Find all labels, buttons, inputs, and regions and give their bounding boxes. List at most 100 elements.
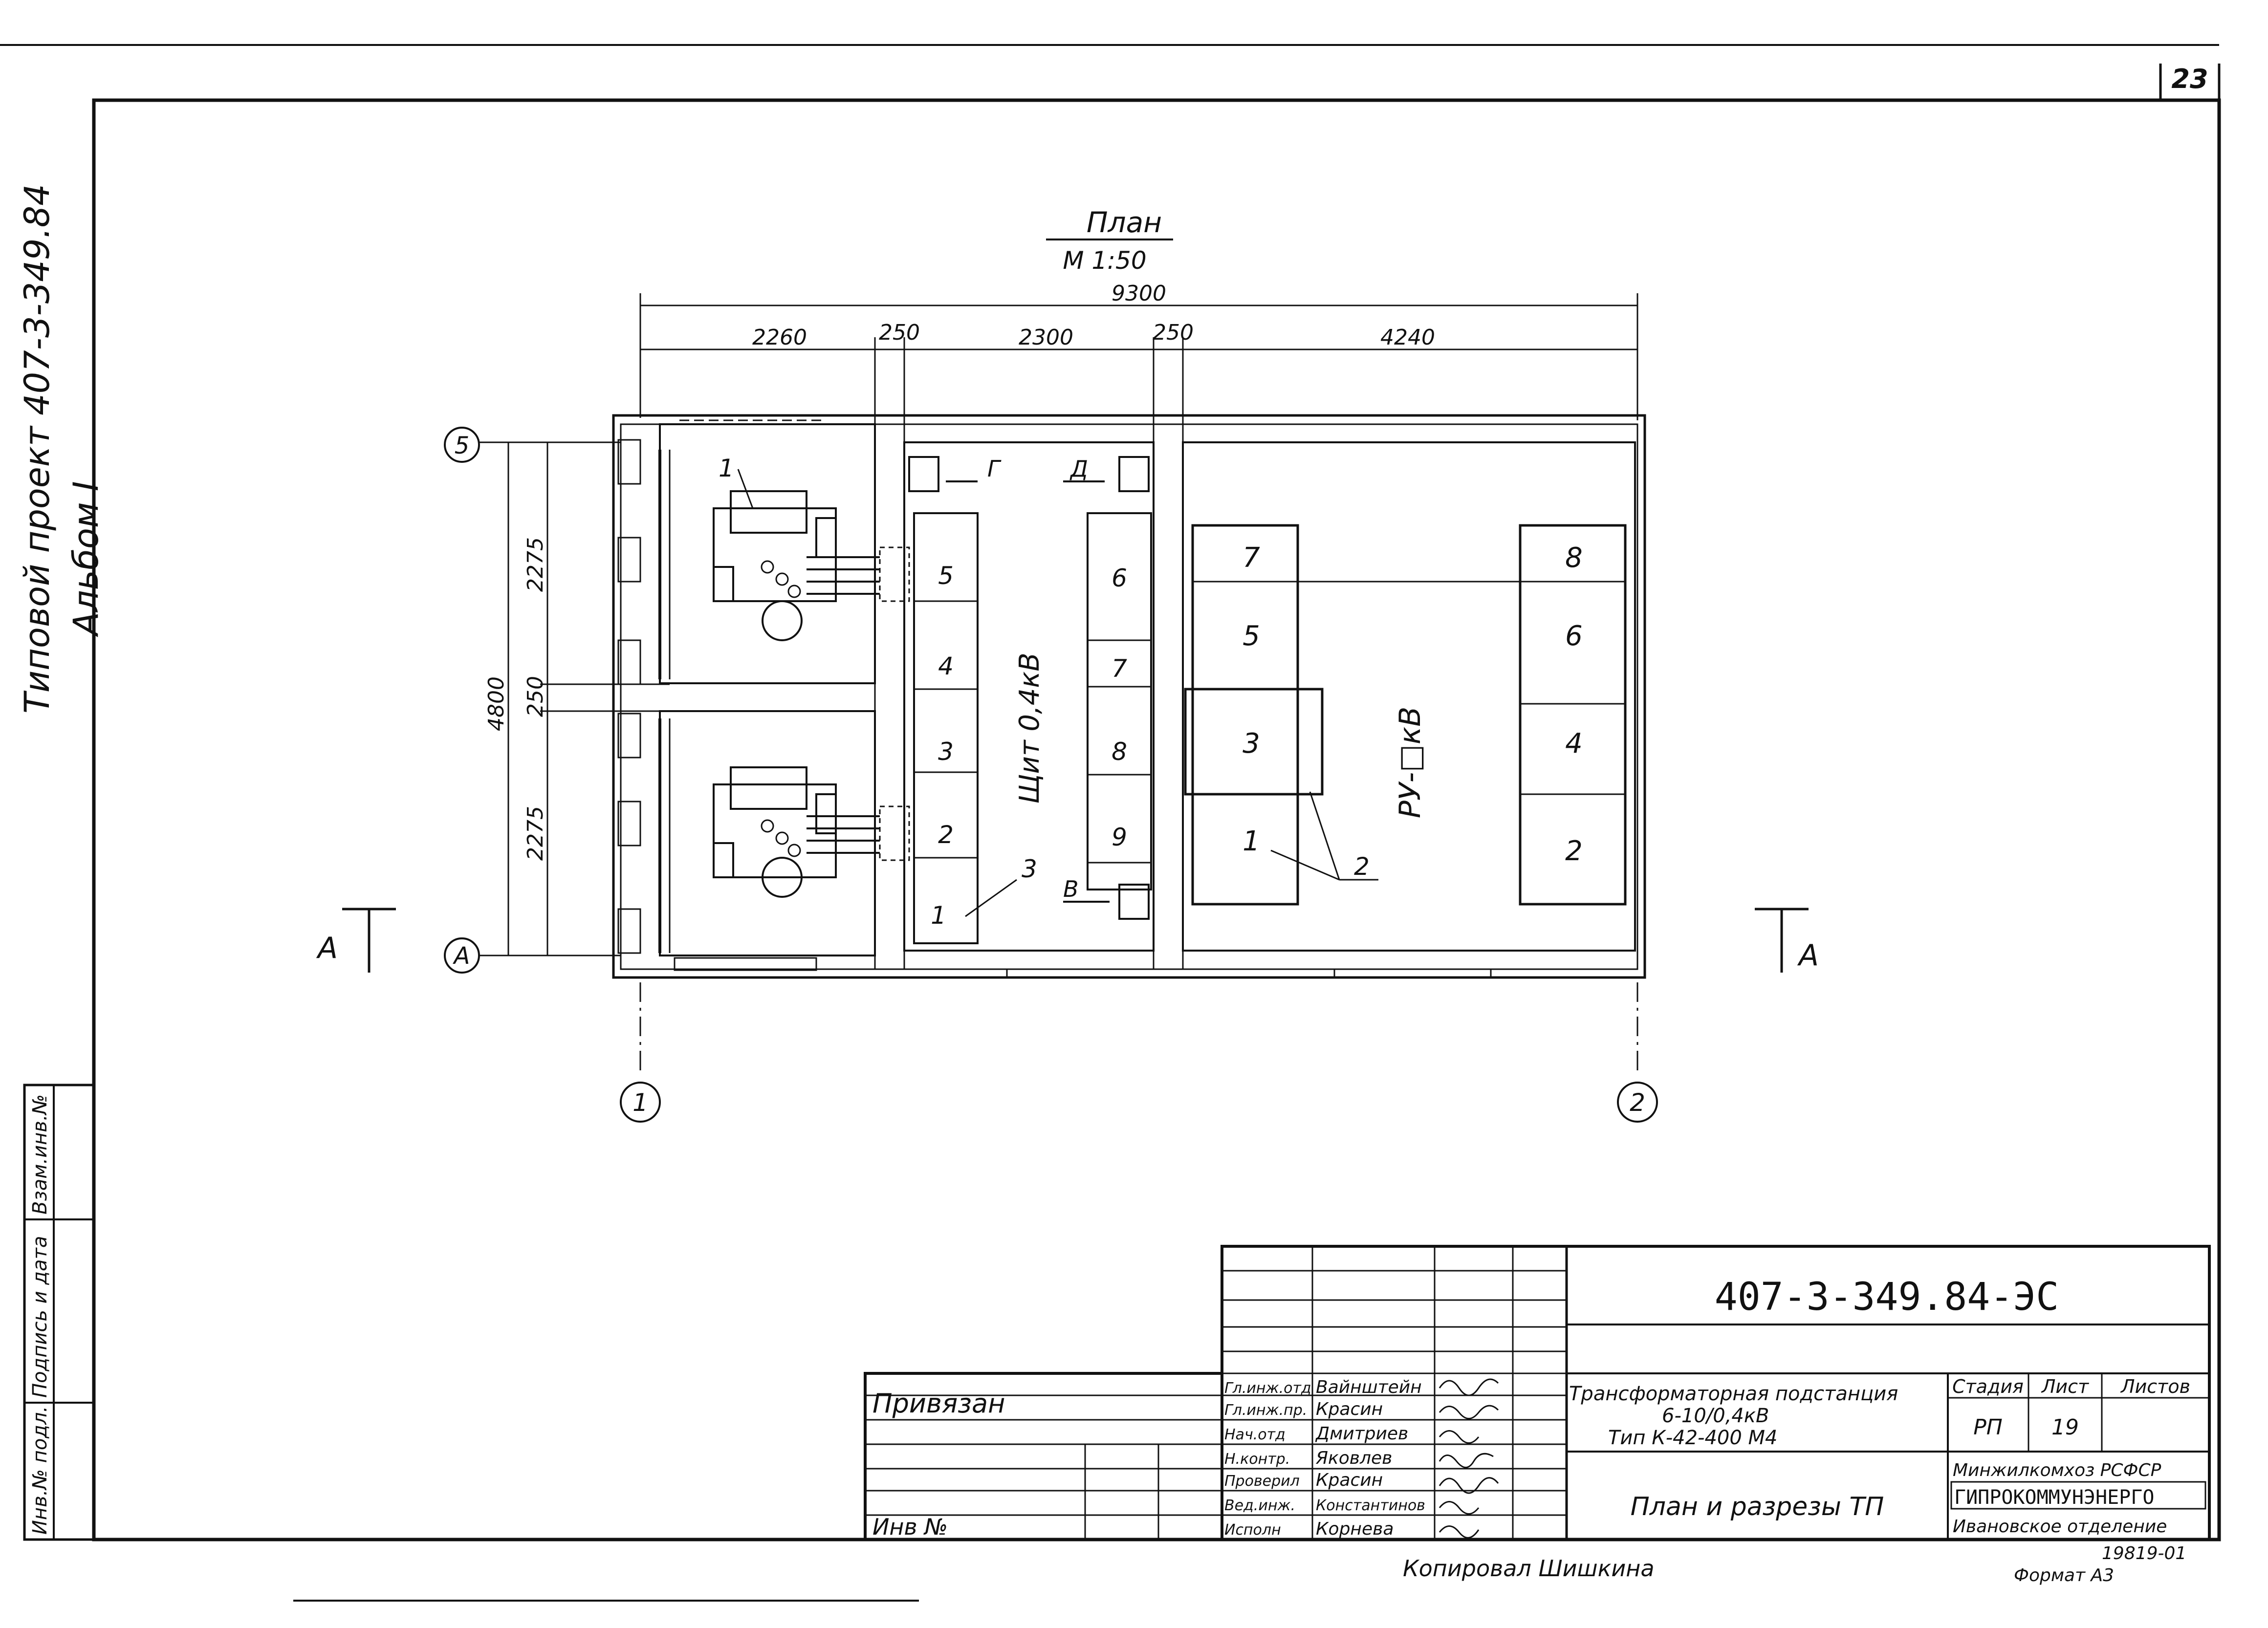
plan-heading: План М 1:50 <box>1046 206 1173 275</box>
callout-1: 1 <box>719 454 734 482</box>
archive-number: 19819-01 <box>2102 1543 2186 1563</box>
hv-cell-8: 8 <box>1565 542 1583 574</box>
transformer-1 <box>713 469 910 641</box>
hv-cell-3-frame <box>1184 688 1324 796</box>
lv-panel-7: 7 <box>1112 654 1127 683</box>
lv-panel-3: 3 <box>938 738 954 766</box>
door-mark-g: Г <box>987 456 1002 482</box>
name-2: Дмитриев <box>1315 1424 1408 1444</box>
dim-250-mid: 250 <box>523 676 548 717</box>
axis-top-label: 5 <box>455 432 470 459</box>
section-mark-right: А <box>1797 938 1819 973</box>
dim-2275-bottom: 2275 <box>523 806 548 861</box>
title-block-grid <box>864 1245 2211 1541</box>
plan-scale: М 1:50 <box>1063 246 1146 275</box>
callout-2: 2 <box>1354 852 1370 881</box>
axis-circle-col1 <box>620 1082 661 1123</box>
axis-bottom-label: А <box>453 942 470 970</box>
dim-total: 9300 <box>1112 281 1166 306</box>
dim-4240: 4240 <box>1380 325 1435 350</box>
object-name-0: Трансформаторная подстанция <box>1569 1383 1898 1405</box>
project-title: Типовой проект 407-3-349.84 <box>17 184 57 714</box>
title-block-text: 407-3-349.84-ЭС Привязан Инв № Гл.инж.от… <box>872 1275 2206 1585</box>
axis-col1-label: 1 <box>632 1088 648 1117</box>
axis-col2-label: 2 <box>1630 1088 1645 1117</box>
hv-cell-6: 6 <box>1565 620 1583 652</box>
album-label: Альбом I <box>66 481 106 637</box>
copied-by: Копировал Шишкина <box>1403 1555 1655 1582</box>
door-mark-v: В <box>1063 876 1079 902</box>
sheet-frame <box>0 44 2221 1602</box>
hv-cell-1: 1 <box>1243 825 1260 857</box>
name-3: Яковлев <box>1315 1448 1392 1468</box>
document-code: 407-3-349.84-ЭС <box>1715 1275 2059 1319</box>
section-marks: А А <box>316 908 1819 973</box>
lv-panel-labels: 5 4 3 2 1 6 7 8 9 Щит 0,4кВ 3 <box>931 562 1127 930</box>
dim-2275-top: 2275 <box>523 537 548 592</box>
dim-250-b: 250 <box>1153 320 1194 345</box>
name-5: Константинов <box>1316 1497 1425 1514</box>
lv-panel-2: 2 <box>938 821 954 849</box>
role-5: Вед.инж. <box>1224 1497 1295 1514</box>
sheet-header: Лист <box>2041 1376 2090 1397</box>
role-1: Гл.инж.пр. <box>1224 1402 1307 1419</box>
lv-board <box>913 512 1152 944</box>
callout-3: 3 <box>1022 855 1037 883</box>
signatures <box>1439 1378 1499 1539</box>
format-label: Формат А3 <box>2014 1565 2114 1585</box>
section-mark-left: А <box>316 931 338 965</box>
hv-cell-column-right <box>1519 524 1627 906</box>
lv-panel-1: 1 <box>931 901 946 930</box>
hv-cell-labels: 7 5 3 1 8 6 4 2 2 РУ-□кВ <box>1243 542 1583 881</box>
hv-cell-4: 4 <box>1565 728 1583 760</box>
door-mark-d: Д <box>1069 456 1088 482</box>
name-6: Корнева <box>1316 1519 1394 1539</box>
drawing-name: План и разрезы ТП <box>1631 1492 1884 1521</box>
door-marks: Г Д В <box>908 456 1150 920</box>
role-0: Гл.инж.отд <box>1224 1380 1311 1397</box>
dim-2300: 2300 <box>1019 325 1073 350</box>
lv-panel-8: 8 <box>1112 738 1127 766</box>
object-name-2: Тип К-42-400 М4 <box>1608 1427 1777 1449</box>
lv-board-label: Щит 0,4кВ <box>1014 652 1046 803</box>
transformer-2 <box>713 766 910 898</box>
org-1: ГИПРОКОММУНЭНЕРГО <box>1954 1486 2154 1509</box>
org-0: Минжилкомхоз РСФСР <box>1953 1460 2161 1480</box>
axis-markers: 5 А 1 2 <box>444 427 1658 1123</box>
hv-cell-column-left <box>1191 524 1299 906</box>
hv-cell-3: 3 <box>1243 728 1260 760</box>
lv-room <box>903 441 1155 952</box>
dim-2260: 2260 <box>752 325 807 350</box>
hv-cell-7: 7 <box>1243 542 1260 574</box>
plan-title: План <box>1087 206 1162 239</box>
stage-header: Стадия <box>1952 1376 2024 1397</box>
sheet-no-value: 19 <box>2051 1415 2079 1440</box>
org-2: Ивановское отделение <box>1953 1517 2167 1537</box>
left-stamp: Взам.инв.№ Подпись и дата Инв.№ подл. <box>23 1084 95 1541</box>
lv-panel-5: 5 <box>938 562 954 590</box>
name-0: Вайнштейн <box>1316 1377 1422 1397</box>
dim-250-a: 250 <box>879 320 920 345</box>
axis-circle-top <box>444 427 480 463</box>
stamp-signature-date: Подпись и дата <box>29 1236 51 1398</box>
role-3: Н.контр. <box>1224 1451 1290 1468</box>
role-6: Исполн <box>1224 1521 1281 1539</box>
transformer-room-top <box>659 423 876 684</box>
name-1: Красин <box>1316 1399 1383 1419</box>
dimension-labels: 9300 2260 250 2300 250 4240 4800 2275 25… <box>484 281 1435 861</box>
lv-panel-9: 9 <box>1112 823 1127 851</box>
stage-value: РП <box>1973 1415 2003 1440</box>
dim-4800: 4800 <box>484 676 509 731</box>
lv-panel-column-right <box>1087 512 1152 890</box>
lv-panel-6: 6 <box>1112 564 1127 592</box>
transformer-room-bottom <box>659 710 876 956</box>
margin-notes: Типовой проект 407-3-349.84 Альбом I <box>17 184 106 714</box>
stamp-replace-inv: Взам.инв.№ <box>29 1094 51 1215</box>
lv-panel-column-left <box>913 512 979 944</box>
axis-circle-col2 <box>1617 1082 1658 1123</box>
object-name-1: 6-10/0,4кВ <box>1662 1405 1769 1427</box>
inv-no-label: Инв № <box>872 1514 948 1540</box>
stamp-inv-orig: Инв.№ подл. <box>29 1406 51 1535</box>
